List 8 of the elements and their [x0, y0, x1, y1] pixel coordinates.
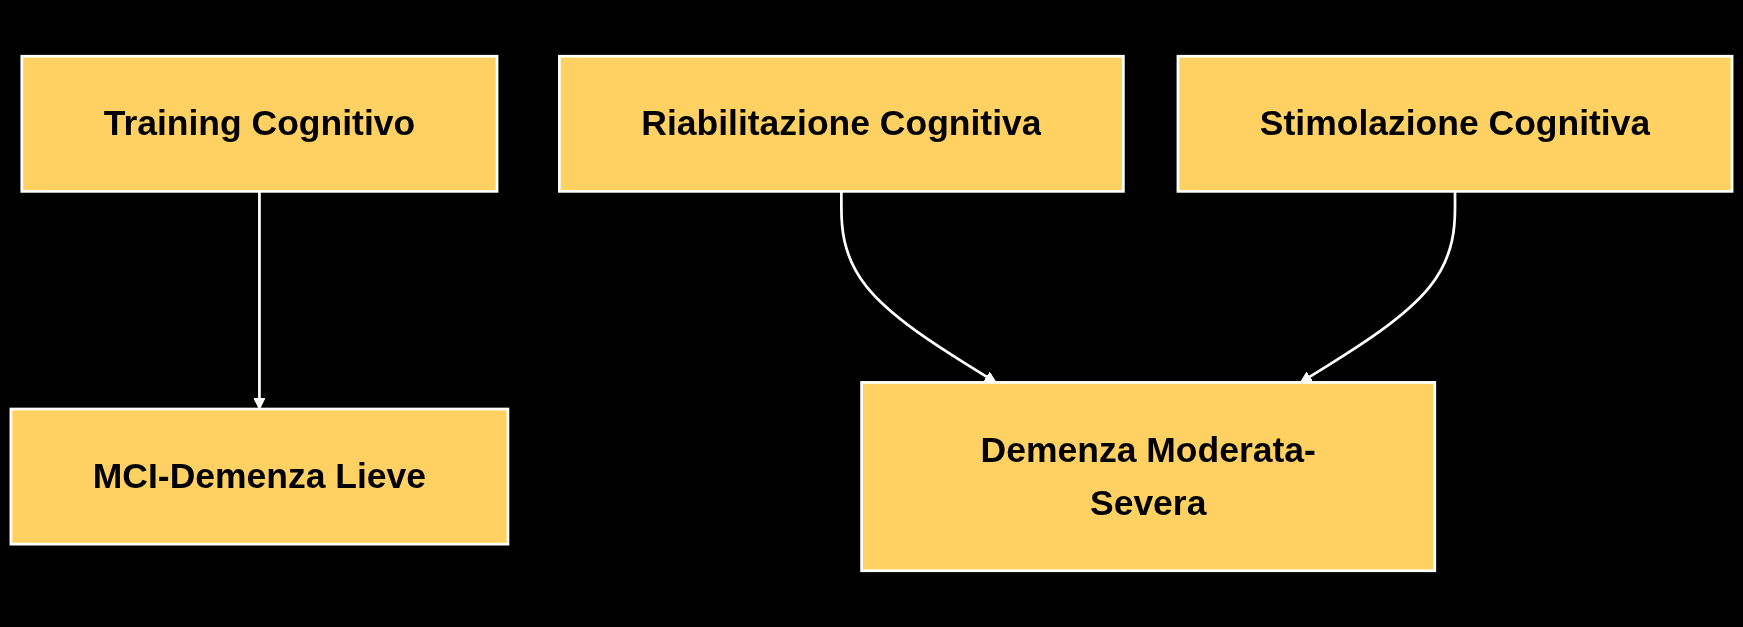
arrow — [840, 191, 997, 383]
node-box: Training Cognitivo — [20, 54, 499, 193]
node-box: Riabilitazione Cognitiva — [558, 54, 1125, 193]
arrow — [253, 191, 266, 410]
node-box: Demenza Moderata-Severa — [860, 381, 1437, 573]
node-box: MCI-Demenza Lieve — [9, 407, 510, 546]
node-box: Stimolazione Cognitiva — [1176, 54, 1734, 193]
arrow — [1299, 191, 1457, 383]
